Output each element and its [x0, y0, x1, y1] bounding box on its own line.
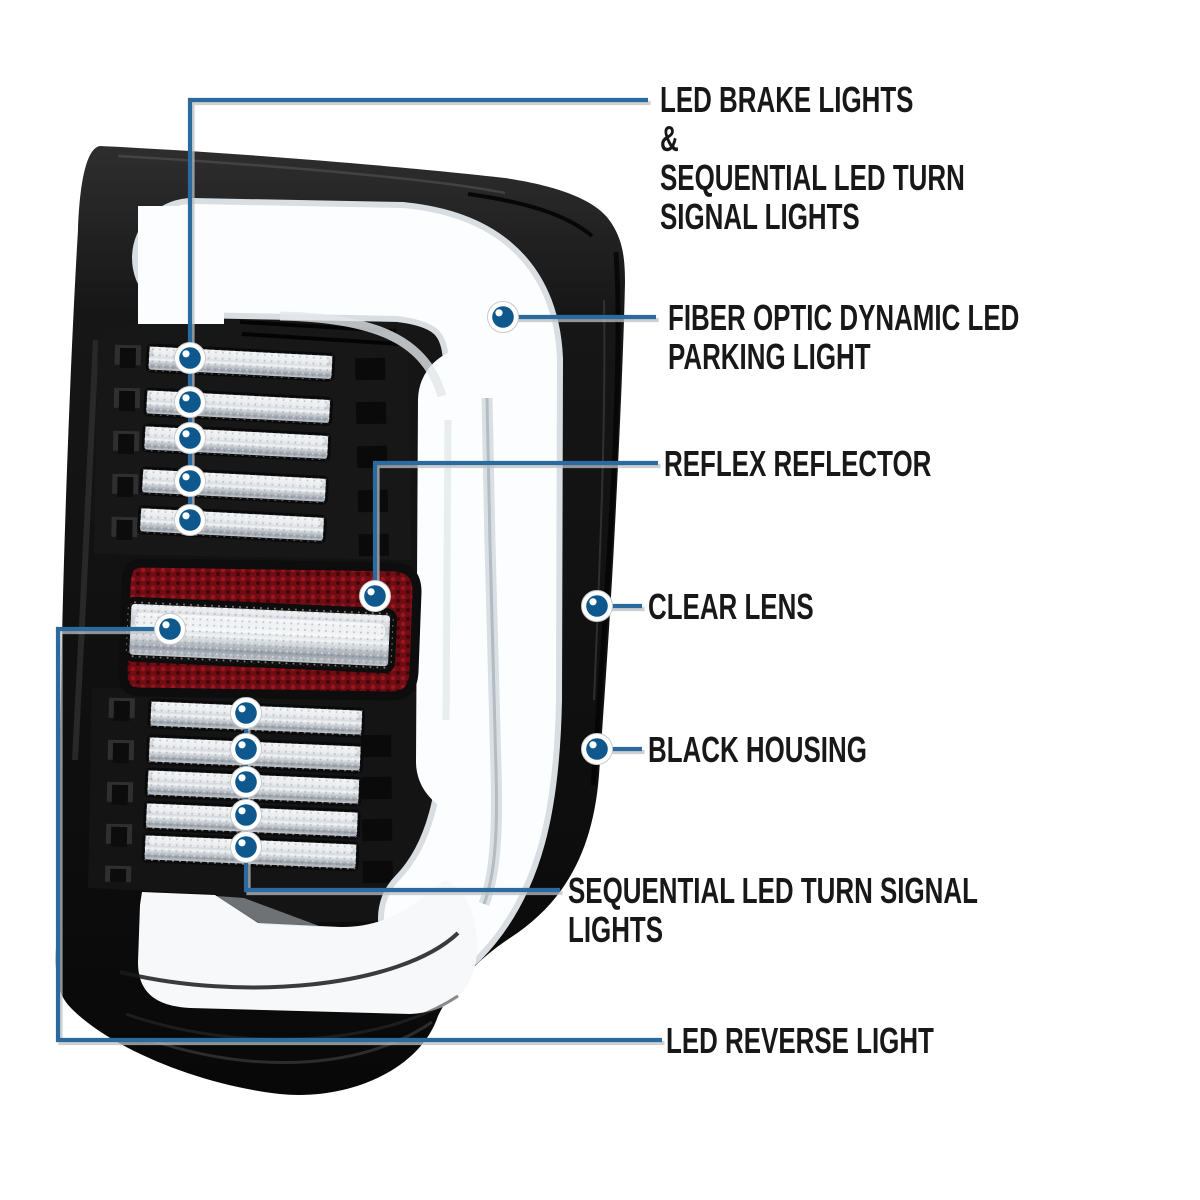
- callout-label-sequential-turn: SEQUENTIAL LED TURN SIGNAL LIGHTS: [568, 870, 978, 950]
- marker-brake-4: [174, 465, 206, 497]
- marker-reverse-light: [154, 613, 186, 645]
- bezel-teeth-left-upper-inner: [116, 347, 136, 553]
- marker-clear-lens: [581, 590, 613, 622]
- marker-brake-1: [174, 342, 206, 374]
- right-edge-gloss: [593, 299, 606, 701]
- light-bar-groove-core: [482, 397, 498, 905]
- bottom-lens: [119, 880, 477, 1014]
- marker-brake-2: [174, 386, 206, 418]
- callout-label-reflex-reflector: REFLEX REFLECTOR: [664, 443, 932, 484]
- callout-overlay: [55, 97, 665, 1046]
- bezel-teeth-right-lower: [361, 734, 393, 897]
- bezel-teeth-left-lower-inner: [110, 700, 130, 883]
- marker-turn-3: [230, 766, 262, 798]
- right-edge-seam: [590, 251, 621, 786]
- callout-label-reverse-light: LED REVERSE LIGHT: [666, 1020, 934, 1061]
- callout-label-black-housing: BLACK HOUSING: [648, 729, 867, 770]
- marker-brake-3: [174, 422, 206, 454]
- light-bar-shade-2: [442, 419, 452, 721]
- marker-brake-5: [174, 504, 206, 536]
- bottom-rim-gloss: [149, 1020, 433, 1064]
- housing-groove: [467, 192, 594, 238]
- marker-turn-2: [230, 733, 262, 765]
- callout-line-reverse-light: [55, 626, 662, 1043]
- marker-reflex-reflector: [359, 580, 391, 612]
- marker-turn-4: [230, 799, 262, 831]
- marker-black-housing: [581, 733, 613, 765]
- callout-line-brake-lights: [187, 97, 648, 520]
- marker-turn-1: [230, 697, 262, 729]
- callout-line-reflex-reflector: [372, 460, 658, 592]
- left-edge-gloss: [72, 339, 99, 761]
- bezel-teeth-right-upper: [355, 357, 389, 557]
- bottom-lens-step-shade: [216, 896, 322, 927]
- led-light-bar: [132, 198, 564, 978]
- housing-top-highlight: [117, 154, 506, 195]
- callout-label-brake-lights: LED BRAKE LIGHTS & SEQUENTIAL LED TURN S…: [660, 79, 965, 237]
- tail-light-photo: [55, 146, 626, 1095]
- callout-label-clear-lens: CLEAR LENS: [648, 586, 814, 627]
- light-bar-shade: [279, 311, 447, 398]
- marker-turn-5: [230, 831, 262, 863]
- marker-parking-light: [487, 301, 519, 333]
- bottom-lens-seam: [119, 931, 460, 990]
- callout-label-parking-light: FIBER OPTIC DYNAMIC LED PARKING LIGHT: [668, 297, 1020, 377]
- reverse-light-lens: [122, 596, 398, 674]
- light-bar-left-end: [138, 206, 224, 324]
